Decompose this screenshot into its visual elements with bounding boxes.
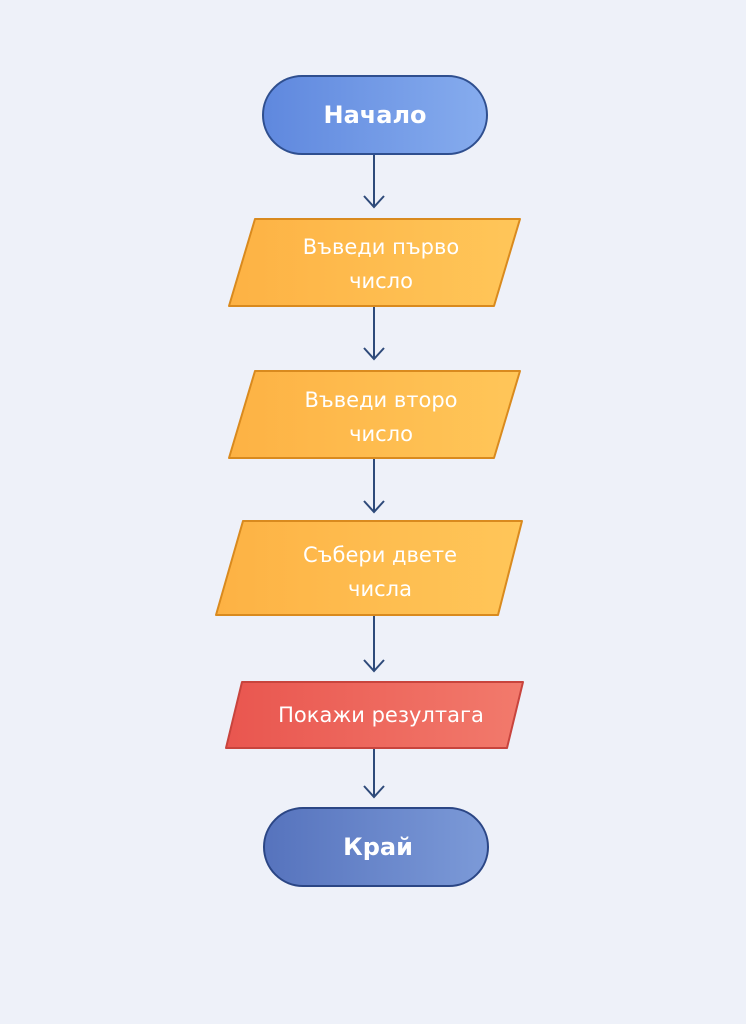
- connector-start-input1: [363, 155, 385, 209]
- node-end[interactable]: Край: [263, 807, 489, 887]
- node-start-label: Начало: [323, 101, 426, 129]
- connector-output-end: [363, 748, 385, 799]
- node-sum-numbers[interactable]: Събери двете числа: [215, 520, 523, 616]
- connector-input1-input2: [363, 306, 385, 361]
- node-sum-numbers-line1: Събери двете: [303, 543, 457, 567]
- node-show-result[interactable]: Покажи резултага: [225, 681, 524, 749]
- node-sum-numbers-line2: числа: [348, 577, 412, 601]
- node-input-second-number-line2: число: [349, 422, 413, 446]
- node-input-first-number-line2: число: [349, 269, 413, 293]
- node-input-first-number-line1: Въведи първо: [303, 235, 460, 259]
- node-end-label: Край: [343, 833, 413, 861]
- connector-sum-output: [363, 615, 385, 673]
- arrowhead-icon: [363, 347, 385, 361]
- arrowhead-icon: [363, 659, 385, 673]
- node-start[interactable]: Начало: [262, 75, 488, 155]
- connector-input2-sum: [363, 458, 385, 514]
- node-input-first-number[interactable]: Въведи първо число: [228, 218, 521, 307]
- node-show-result-label: Покажи резултага: [278, 703, 484, 727]
- arrowhead-icon: [363, 500, 385, 514]
- arrowhead-icon: [363, 785, 385, 799]
- node-input-second-number[interactable]: Въведи второ число: [228, 370, 521, 459]
- arrowhead-icon: [363, 195, 385, 209]
- node-input-second-number-line1: Въведи второ: [304, 388, 457, 412]
